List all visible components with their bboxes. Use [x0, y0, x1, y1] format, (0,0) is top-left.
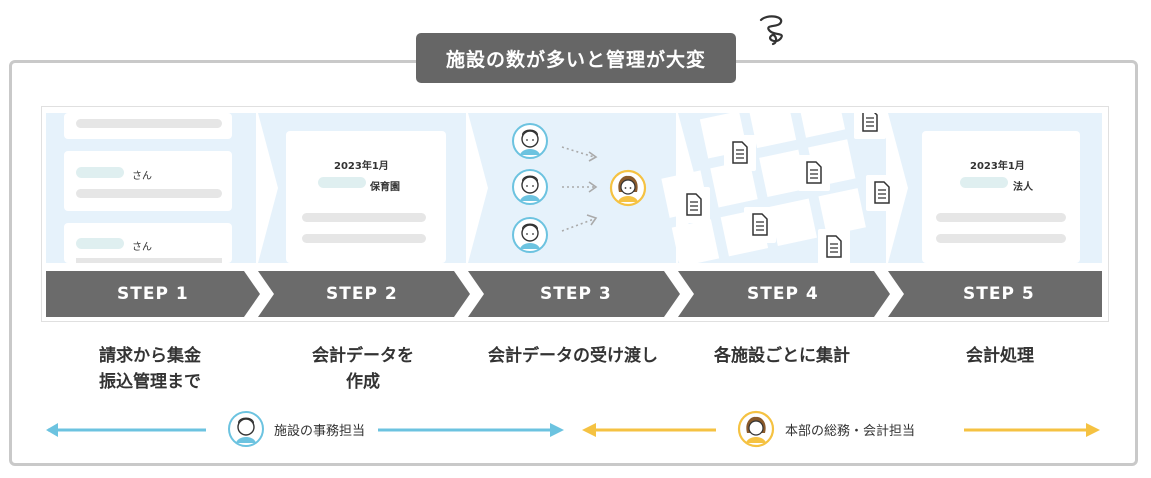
step-4-label: STEP 4 — [747, 284, 819, 304]
card-san-label: さん — [132, 242, 152, 253]
facility-staff-label: 施設の事務担当 — [274, 424, 366, 439]
step-4-caption: 各施設ごとに集計 — [714, 346, 850, 366]
step-2-label: STEP 2 — [326, 284, 398, 304]
document-icon — [853, 113, 887, 140]
swirl-icon — [759, 15, 783, 46]
step-2-caption: 会計データを 作成 — [312, 346, 414, 392]
title-badge: 施設の数が多いと管理が大変 — [416, 33, 736, 83]
step-3-caption: 会計データの受け渡し — [488, 346, 658, 366]
card-date: 2023年1月 — [970, 161, 1025, 172]
document-icon — [723, 134, 757, 172]
step-1-caption: 請求から集金 振込管理まで — [99, 346, 201, 392]
document-icon — [797, 154, 831, 192]
hq-staff-label: 本部の総務・会計担当 — [785, 424, 916, 439]
role-arrows — [46, 423, 1100, 437]
step-5-caption: 会計処理 — [966, 346, 1034, 366]
woman-avatar-icon — [737, 410, 775, 448]
step-1-label: STEP 1 — [117, 284, 189, 304]
steps-illustration — [46, 113, 1102, 317]
step-3-label: STEP 3 — [540, 284, 612, 304]
document-icon — [865, 174, 899, 212]
document-icon — [743, 206, 777, 244]
card-corp-name: 法人 — [1013, 182, 1033, 193]
card-facility-name: 保育園 — [370, 182, 400, 193]
document-icon — [817, 228, 851, 266]
document-icon — [677, 186, 711, 224]
card-date: 2023年1月 — [334, 161, 389, 172]
card-san-label: さん — [132, 171, 152, 182]
step-5-label: STEP 5 — [963, 284, 1035, 304]
man-avatar-icon — [228, 411, 264, 447]
